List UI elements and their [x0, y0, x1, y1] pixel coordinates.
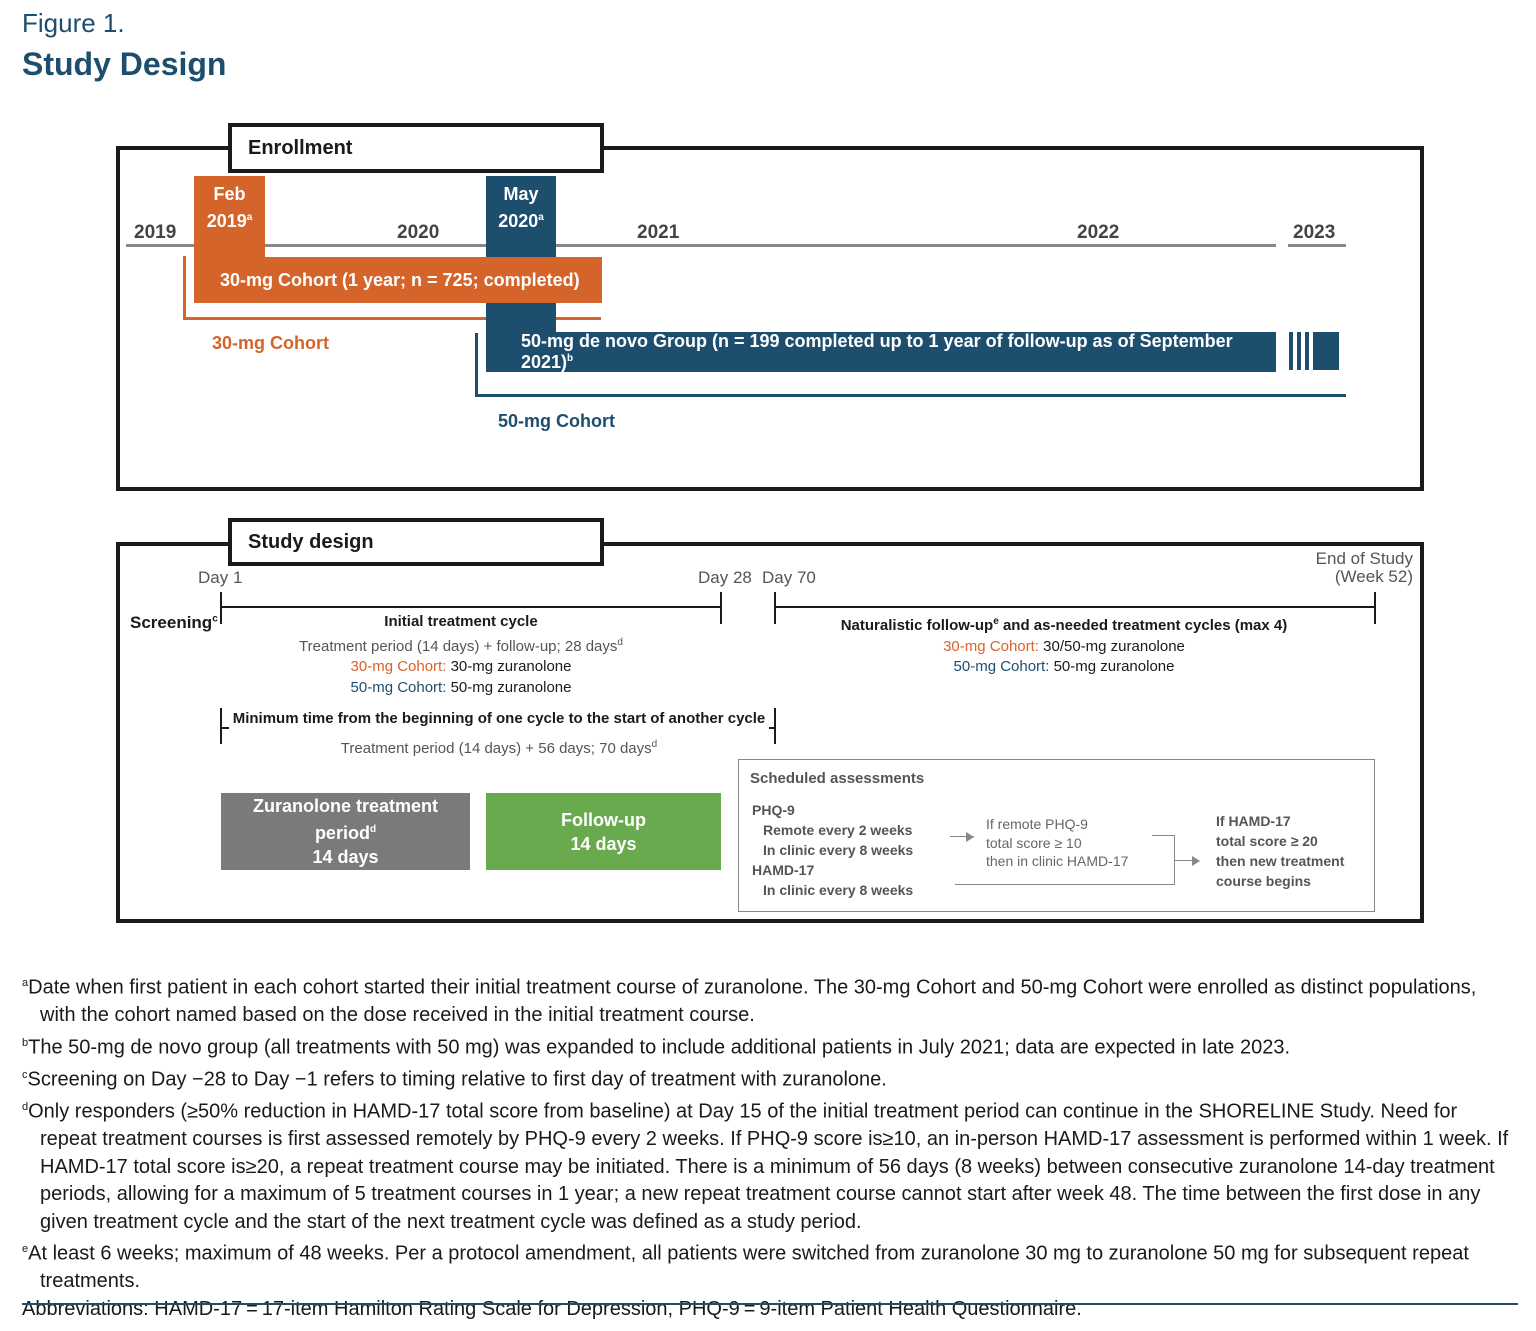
treatment-period-days: 14 days — [312, 847, 379, 867]
phq9-label: PHQ-9 — [752, 802, 795, 818]
connector-right — [1174, 860, 1194, 861]
arrow-head-icon — [1192, 856, 1200, 866]
initial-cycle-30mg: 30-mg Cohort: 30-mg zuranolone — [350, 658, 572, 675]
remote-schedule: Remote every 2 weeks — [763, 822, 913, 838]
initial-cycle-start-tick — [220, 592, 222, 624]
bottom-rule — [22, 1303, 1518, 1305]
naturalistic-start-tick — [774, 592, 776, 624]
if-phq9-condition: If remote PHQ-9 total score ≥ 10 then in… — [986, 816, 1129, 869]
may-2020-box: May 2020a — [486, 176, 556, 256]
year-label: 2022 — [1077, 222, 1120, 243]
footnote-c: cScreening on Day −28 to Day −1 refers t… — [22, 1068, 887, 1091]
followup-box: Follow-up 14 days — [486, 793, 721, 870]
clinic-schedule-hamd: In clinic every 8 weeks — [763, 882, 914, 898]
footnote-b: bThe 50-mg de novo group (all treatments… — [22, 1036, 1291, 1059]
feb-month: Feb — [213, 184, 246, 204]
abbreviations: Abbreviations: HAMD-17 = 17-item Hamilto… — [22, 1297, 1082, 1320]
min-time-text: Minimum time from the beginning of one c… — [226, 706, 772, 762]
cohort30-bar-label: 30-mg Cohort (1 year; n = 725; completed… — [220, 269, 580, 290]
initial-cycle-title: Initial treatment cycle — [384, 613, 538, 630]
timeline-axis — [126, 244, 1276, 247]
year-label: 2020 — [397, 222, 440, 243]
min-time-subtitle: Treatment period (14 days) + 56 days; 70… — [340, 739, 658, 757]
if-hamd-condition: If HAMD-17 total score ≥ 20 then new tre… — [1216, 813, 1345, 889]
scheduled-assessments-box — [738, 759, 1375, 912]
initial-cycle-50mg: 50-mg Cohort: 50-mg zuranolone — [350, 678, 572, 696]
arrow-head-icon — [966, 832, 974, 842]
naturalistic-title: Naturalistic follow-upe and as-needed tr… — [840, 616, 1288, 634]
treatment-period-title: Zuranolone treatment periodd — [252, 796, 439, 843]
feb-2019-box: Feb 2019a — [194, 176, 265, 258]
study-design-tab: Study design — [228, 518, 604, 566]
naturalistic-text: Naturalistic follow-upe and as-needed tr… — [790, 612, 1338, 678]
naturalistic-30mg: 30-mg Cohort: 30/50-mg zuranolone — [943, 637, 1185, 655]
initial-cycle-subtitle: Treatment period (14 days) + follow-up; … — [299, 636, 623, 655]
footnote-e: eAt least 6 weeks; maximum of 48 weeks. … — [22, 1242, 1469, 1293]
may-year: 2020a — [498, 211, 544, 231]
cohort30-label: 30-mg Cohort — [212, 333, 329, 353]
continuation-stripes — [1289, 332, 1339, 370]
assessments-title: Scheduled assessments — [750, 770, 925, 787]
followup-days: 14 days — [570, 833, 637, 854]
timeline-axis-end — [1288, 244, 1346, 247]
arrow-right-icon — [950, 836, 974, 837]
initial-cycle-bar — [220, 606, 722, 608]
footnotes: aDate when first patient in each cohort … — [22, 970, 1512, 1323]
may-month: May — [503, 184, 539, 204]
cohort30-bar: 30-mg Cohort (1 year; n = 725; completed… — [194, 257, 602, 303]
year-label: 2019 — [134, 222, 177, 243]
feb-year: 2019a — [206, 211, 253, 231]
min-time-title: Minimum time from the beginning of one c… — [228, 706, 770, 732]
day1-label: Day 1 — [198, 568, 243, 587]
naturalistic-end-tick — [1374, 592, 1376, 624]
enrollment-tab-label: Enrollment — [248, 136, 353, 159]
footnote-d: dOnly responders (≥50% reduction in HAMD… — [22, 1100, 1509, 1233]
cohort50-bracket — [475, 333, 1346, 397]
figure-label: Figure 1. — [22, 8, 125, 38]
cohort30-bracket — [183, 256, 601, 320]
naturalistic-bar — [774, 606, 1376, 608]
cohort50-bar-label: 50-mg de novo Group (n = 199 completed u… — [521, 331, 1233, 372]
min-time-start-tick — [220, 708, 222, 744]
cohort50-label: 50-mg Cohort — [498, 411, 615, 431]
end-of-study-label: End of Study (Week 52) — [1315, 549, 1413, 586]
enrollment-tab: Enrollment — [228, 123, 604, 173]
footnote-a: aDate when first patient in each cohort … — [22, 976, 1477, 1027]
initial-cycle-text: Initial treatment cycle Treatment period… — [222, 612, 700, 698]
connector-top — [1152, 835, 1174, 836]
treatment-period-box: Zuranolone treatment periodd 14 days — [221, 793, 470, 870]
assessments-list: PHQ-9 Remote every 2 weeks In clinic eve… — [752, 800, 913, 900]
clinic-schedule-phq9: In clinic every 8 weeks — [763, 842, 914, 858]
year-label: 2021 — [637, 222, 680, 243]
naturalistic-50mg: 50-mg Cohort: 50-mg zuranolone — [953, 658, 1175, 675]
study-design-tab-label: Study design — [248, 530, 374, 553]
followup-title: Follow-up — [561, 809, 646, 830]
cohort50-bar: 50-mg de novo Group (n = 199 completed u… — [486, 331, 1276, 372]
initial-cycle-end-tick — [720, 592, 722, 624]
day28-label: Day 28 — [698, 568, 752, 587]
figure-title: Study Design — [22, 46, 227, 82]
day70-label: Day 70 — [762, 568, 816, 587]
connector-bottom — [955, 884, 1175, 885]
hamd-label: HAMD-17 — [752, 862, 815, 878]
min-time-end-tick — [774, 708, 776, 744]
screening-label: Screeningc — [130, 613, 218, 632]
year-label: 2023 — [1293, 222, 1336, 243]
